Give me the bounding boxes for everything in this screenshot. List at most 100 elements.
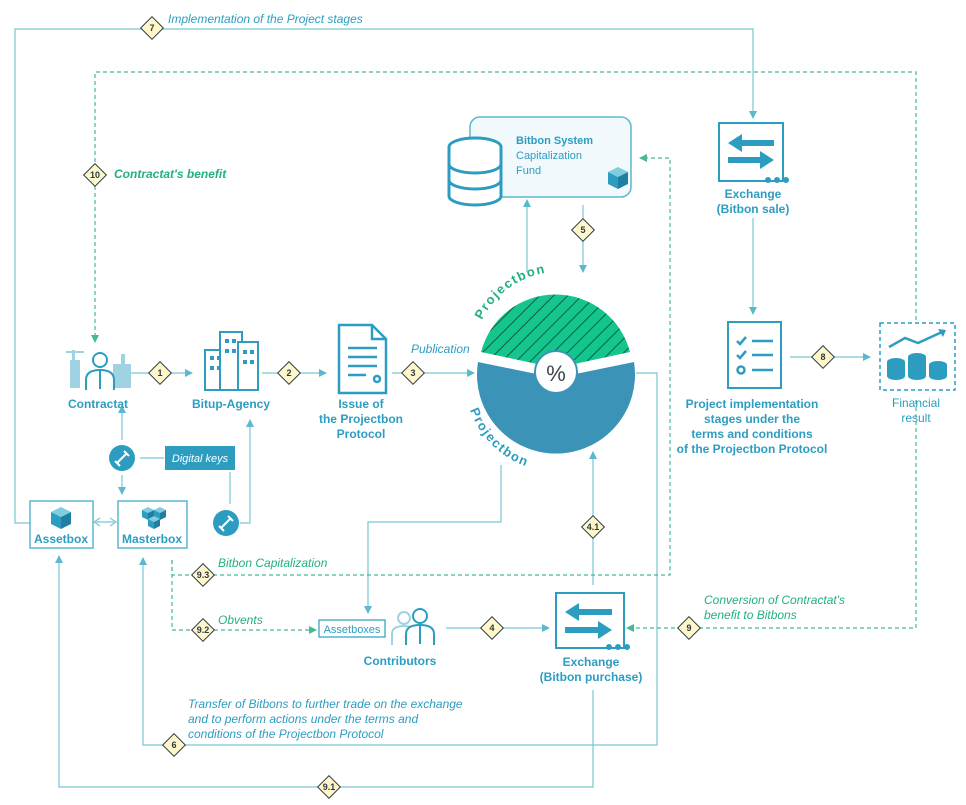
label-bitbon-capitalization: Bitbon Capitalization	[218, 556, 328, 570]
contributors-label: Contributors	[364, 654, 437, 668]
document-icon	[337, 323, 388, 395]
percent-sign: %	[546, 361, 566, 386]
coins-chart-icon	[887, 329, 947, 380]
step-6: 6	[161, 732, 187, 758]
label-transfer-line3: conditions of the Projectbon Protocol	[188, 727, 384, 741]
line-6-transfer	[139, 372, 658, 746]
step-9-2: 9.2	[190, 617, 216, 643]
svg-text:9.3: 9.3	[197, 570, 210, 580]
digital-keys: Digital keys	[109, 445, 239, 536]
svg-text:8: 8	[820, 352, 825, 362]
stages-line2: stages under the	[704, 412, 800, 426]
svg-text:3: 3	[410, 368, 415, 378]
exchange-sale: Exchange (Bitbon sale)	[717, 122, 790, 216]
step-1: 1	[147, 360, 173, 386]
line-9-1	[55, 555, 594, 788]
financial-line1: Financial	[892, 396, 940, 410]
svg-text:6: 6	[171, 740, 176, 750]
projectbon-pie: % Projectbon Projectbon	[467, 261, 635, 469]
masterbox: Masterbox	[117, 500, 188, 549]
step-9: 9	[676, 615, 702, 641]
svg-text:7: 7	[149, 23, 154, 33]
percent-circle	[534, 350, 578, 394]
svg-text:9.2: 9.2	[197, 625, 210, 635]
line-key2-bitup	[240, 419, 254, 524]
issue-protocol: Issue of the Projectbon Protocol	[319, 323, 403, 441]
label-contractat-benefit: Contractat's benefit	[114, 167, 227, 181]
exchange-purchase-line1: Exchange	[563, 655, 620, 669]
svg-text:9.1: 9.1	[323, 782, 336, 792]
label-transfer-line2: and to perform actions under the terms a…	[188, 712, 418, 726]
step-2: 2	[276, 360, 302, 386]
contractat: Contractat	[66, 350, 131, 411]
step-9-1: 9.1	[316, 774, 342, 800]
exchange-purchase-frame	[555, 592, 625, 649]
assetboxes-label: Assetboxes	[324, 624, 381, 636]
step-10: 10	[82, 162, 108, 188]
stages-line1: Project implementation	[686, 397, 819, 411]
line-pie-to-assetboxes	[364, 465, 502, 614]
contractat-label: Contractat	[68, 397, 128, 411]
line-7-implementation	[14, 28, 757, 524]
label-transfer-line1: Transfer of Bitbons to further trade on …	[188, 697, 463, 711]
fund-line2: Capitalization	[516, 150, 582, 162]
exchange-arrows-icon	[728, 134, 774, 169]
step-5: 5	[570, 217, 596, 243]
fund-line1: Bitbon System	[516, 135, 593, 147]
cube-icon	[608, 167, 628, 189]
issue-line3: Protocol	[337, 427, 386, 441]
label-obvents: Obvents	[218, 613, 263, 627]
bitup-agency-label: Bitup-Agency	[192, 397, 270, 411]
cube-icon	[51, 507, 71, 529]
step-4: 4	[479, 615, 505, 641]
pie-green-segment	[481, 294, 630, 368]
svg-text:4.1: 4.1	[587, 522, 600, 532]
financial-result: Financial result	[879, 322, 956, 425]
step-9-3: 9.3	[190, 562, 216, 588]
capitalization-fund: Bitbon System Capitalization Fund	[447, 116, 632, 207]
stages-line3: terms and conditions	[691, 427, 813, 441]
flow-labels: Implementation of the Project stages Con…	[114, 12, 845, 741]
digital-keys-box	[165, 446, 235, 470]
financial-line2: result	[901, 411, 931, 425]
line-9-conversion	[626, 400, 917, 632]
exchange-purchase-line2: (Bitbon purchase)	[540, 670, 643, 684]
office-buildings-icon	[204, 331, 259, 391]
exchange-sale-line2: (Bitbon sale)	[717, 202, 790, 216]
assetbox: Assetbox	[29, 500, 94, 549]
step-markers: 7 10 1 2 3 5 8 4.1 9.3 9.2 4 9 6 9.1	[82, 15, 836, 800]
label-implementation: Implementation of the Project stages	[168, 12, 363, 26]
exchange-sale-line1: Exchange	[725, 187, 782, 201]
masterbox-label: Masterbox	[122, 532, 182, 546]
person-with-buildings-icon	[66, 350, 131, 390]
issue-line2: the Projectbon	[319, 412, 403, 426]
line-10-benefit	[91, 71, 917, 343]
stages-line4: of the Projectbon Protocol	[677, 442, 828, 456]
svg-text:2: 2	[286, 368, 291, 378]
issue-line1: Issue of	[338, 397, 384, 411]
pie-blue-segment	[476, 362, 635, 454]
exchange-sale-frame	[718, 122, 784, 182]
dashed-lines	[91, 71, 917, 634]
svg-text:1: 1	[157, 368, 162, 378]
exchange-arrows-icon	[565, 603, 612, 639]
cube-icon	[142, 507, 166, 529]
line-9-2	[171, 560, 317, 634]
assetbox-label: Assetbox	[34, 532, 88, 546]
svg-text:4: 4	[489, 623, 494, 633]
bitup-agency: Bitup-Agency	[192, 331, 270, 411]
label-conversion-line2: benefit to Bitbons	[704, 608, 797, 622]
database-icon	[447, 136, 503, 207]
people-icon	[391, 608, 435, 645]
fund-line3: Fund	[516, 165, 541, 177]
assetboxes-frame	[318, 619, 386, 638]
digital-keys-label: Digital keys	[172, 453, 229, 465]
label-conversion-line1: Conversion of Contractat's	[704, 593, 845, 607]
svg-text:5: 5	[580, 225, 585, 235]
label-publication: Publication	[411, 342, 470, 356]
step-8: 8	[810, 344, 836, 370]
exchange-purchase: Exchange (Bitbon purchase)	[540, 592, 643, 684]
implementation-stages: Project implementation stages under the …	[677, 321, 828, 456]
contributors: Assetboxes Contributors	[318, 608, 437, 668]
svg-text:9: 9	[686, 623, 691, 633]
